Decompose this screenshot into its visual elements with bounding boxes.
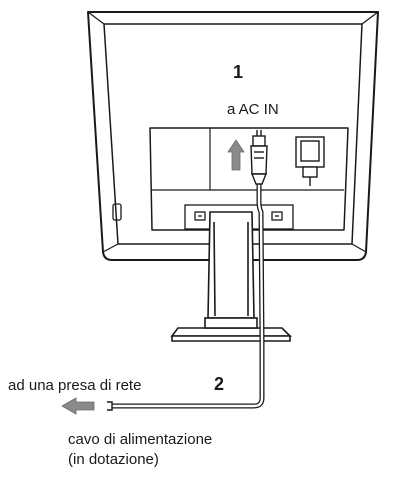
video-connector-icon	[295, 136, 325, 186]
wall-outlet-label: ad una presa di rete	[8, 377, 141, 394]
power-cord-label-line-2: (in dotazione)	[68, 451, 159, 468]
stand-neck	[207, 211, 255, 319]
left-arrow-icon	[61, 397, 95, 415]
ac-in-label: a AC IN	[227, 101, 279, 118]
monitor-rear-icon	[87, 11, 379, 261]
step-2-number: 2	[214, 374, 224, 394]
power-cord-label-line-1: cavo di alimentazione	[68, 431, 212, 448]
power-plug-icon	[250, 130, 268, 185]
power-cable	[107, 182, 265, 411]
step-1-number: 1	[233, 62, 243, 82]
stand-base	[170, 317, 292, 342]
up-arrow-icon	[227, 139, 245, 171]
